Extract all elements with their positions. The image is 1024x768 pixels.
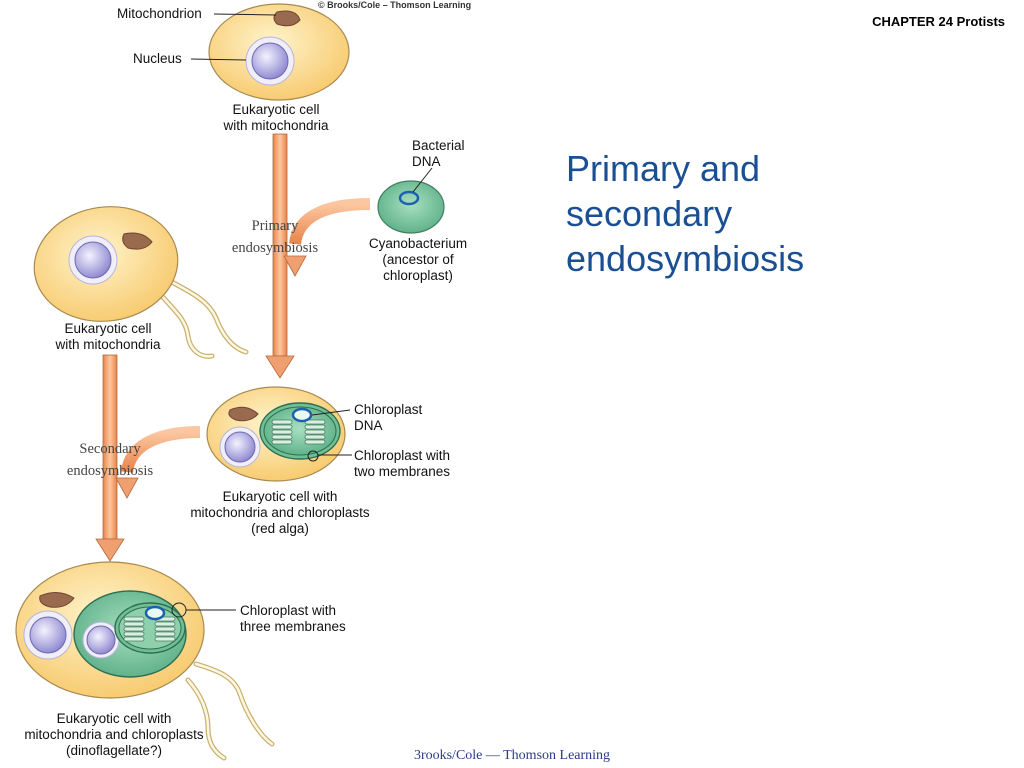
- nucleus-leader-line: [190, 58, 247, 61]
- eukaryotic-cell-flagellated: [33, 206, 249, 359]
- primary-curved-arrow: [283, 198, 371, 277]
- chapter-label: CHAPTER 24 Protists: [872, 14, 1005, 29]
- red-alga-cell: [206, 386, 346, 482]
- red-alga-caption: Eukaryotic cell with mitochondria and ch…: [190, 489, 370, 536]
- nucleus-label: Nucleus: [133, 51, 182, 66]
- mitochondrion-leader-line: [213, 13, 277, 16]
- chloroplast-dna-leader-line: [311, 409, 351, 416]
- footer-credit: 3rooks/Cole — Thomson Learning: [413, 748, 611, 763]
- dinoflagellate-caption: Eukaryotic cell with mitochondria and ch…: [24, 711, 204, 758]
- cyanobacterium-label: Cyanobacterium (ancestor of chloroplast): [368, 236, 468, 283]
- chloroplast-dna-label: Chloroplast DNA: [354, 402, 423, 433]
- bacterial-dna-label: Bacterial DNA: [412, 138, 465, 169]
- copyright-notice: © Brooks/Cole – Thomson Learning: [318, 0, 472, 10]
- dinoflagellate-cell: [15, 561, 275, 761]
- secondary-endosymbiosis-label: Secondary endosymbiosis: [66, 441, 154, 479]
- slide-title: Primary and secondary endosymbiosis: [566, 148, 805, 279]
- chloroplast-two-membranes-label: Chloroplast with two membranes: [354, 448, 451, 479]
- secondary-main-arrow: [95, 354, 125, 562]
- primary-endosymbiosis-label: Primary endosymbiosis: [231, 218, 319, 256]
- mitochondrion-label: Mitochondrion: [117, 6, 202, 21]
- bacterial-dna-leader-line: [412, 167, 433, 193]
- cell-flagellated-caption: Eukaryotic cell with mitochondria: [55, 321, 161, 352]
- chloroplast-three-membranes-label: Chloroplast with three membranes: [240, 603, 346, 634]
- cyanobacterium-cell: [377, 180, 445, 234]
- eukaryotic-cell-top: [208, 3, 350, 101]
- primary-main-arrow: [265, 133, 295, 379]
- cell-top-caption: Eukaryotic cell with mitochondria: [223, 102, 329, 133]
- secondary-curved-arrow: [115, 426, 201, 499]
